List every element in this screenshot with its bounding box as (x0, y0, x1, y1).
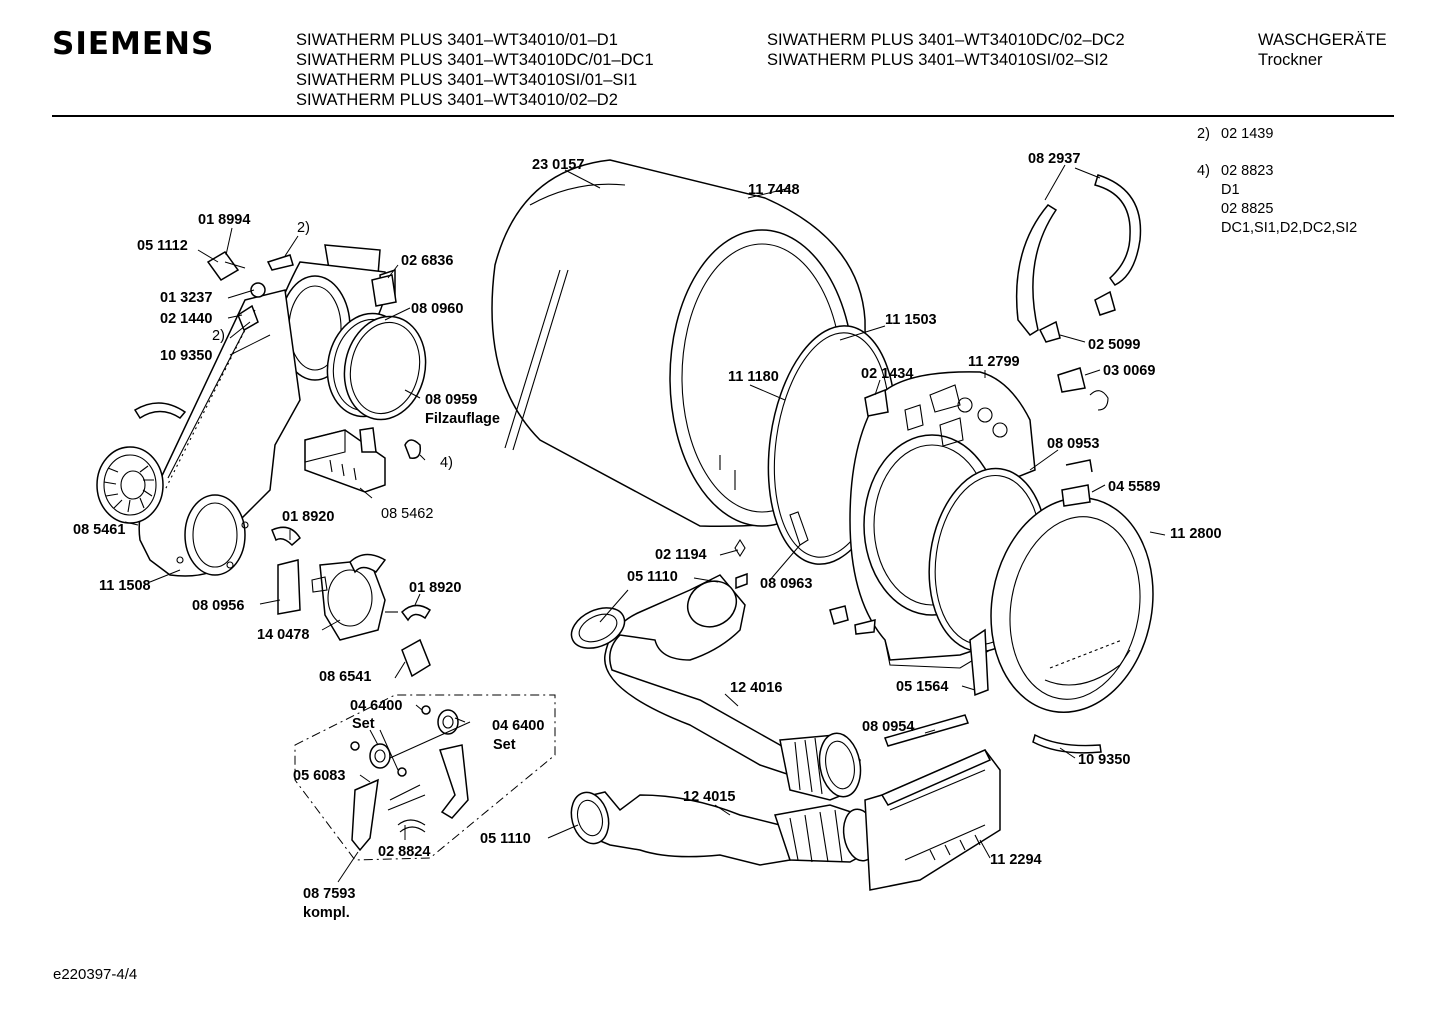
note-4-variant-2: DC1,SI1,D2,DC2,SI2 (1221, 220, 1358, 236)
label-01-8920-bottom: 01 8920 (409, 580, 461, 596)
label-02-1440: 02 1440 (160, 311, 212, 327)
front-ring (990, 496, 1154, 714)
model-line: SIWATHERM PLUS 3401–WT34010/02–D2 (296, 91, 618, 109)
model-line: SIWATHERM PLUS 3401–WT34010DC/02–DC2 (767, 31, 1125, 49)
label-04-5589: 04 5589 (1108, 479, 1160, 495)
label-11-2799: 11 2799 (968, 354, 1020, 370)
label-04-6400-left: 04 6400 (350, 698, 402, 714)
label-08-5461: 08 5461 (73, 522, 125, 538)
fan-wheel (96, 446, 164, 524)
label-02-6836: 02 6836 (401, 253, 453, 269)
model-line: SIWATHERM PLUS 3401–WT34010SI/01–SI1 (296, 71, 638, 89)
label-01-3237: 01 3237 (160, 290, 212, 306)
model-line: SIWATHERM PLUS 3401–WT34010/01–D1 (296, 31, 618, 49)
model-list-right: SIWATHERM PLUS 3401–WT34010DC/02–DC2 SIW… (767, 30, 1125, 70)
label-02-5099: 02 5099 (1088, 337, 1140, 353)
note-ref-2-top: 2) (297, 220, 310, 236)
label-23-0157: 23 0157 (532, 157, 584, 173)
note-4-number: 4) (1197, 163, 1210, 179)
gasket-strip (1032, 733, 1102, 754)
brand-logo: SIEMENS (52, 26, 215, 62)
label-02-1434: 02 1434 (861, 366, 913, 382)
heater-block (304, 427, 386, 493)
label-08-7593: 08 7593 (303, 886, 355, 902)
note-2-number: 2) (1197, 126, 1210, 142)
label-05-1564: 05 1564 (896, 679, 948, 695)
label-set-left: Set (352, 716, 375, 732)
label-12-4016: 12 4016 (730, 680, 782, 696)
label-14-0478: 14 0478 (257, 627, 309, 643)
label-filzauflage: Filzauflage (425, 411, 500, 427)
small-parts-top-left (206, 251, 422, 459)
blower-rings (326, 312, 427, 421)
label-01-8920-top: 01 8920 (282, 509, 334, 525)
filter-housing (864, 714, 1001, 891)
category-subtitle: Trockner (1258, 51, 1323, 69)
header-rule (52, 115, 1394, 117)
note-4: 4) 02 8823 (1197, 162, 1357, 181)
note-4-variant-1: D1 (1221, 182, 1240, 198)
felt-strip (133, 402, 187, 420)
label-11-2800: 11 2800 (1170, 526, 1222, 542)
label-04-6400-right: 04 6400 (492, 718, 544, 734)
label-08-0960: 08 0960 (411, 301, 463, 317)
label-05-1110-lower: 05 1110 (480, 831, 531, 847)
note-ref-4: 4) (440, 455, 453, 471)
drum-support-rollers (1015, 174, 1142, 343)
label-11-1508: 11 1508 (99, 578, 151, 594)
label-10-9350-left: 10 9350 (160, 348, 212, 364)
label-set-right: Set (493, 737, 516, 753)
label-11-1180: 11 1180 (728, 369, 779, 385)
model-line: SIWATHERM PLUS 3401–WT34010SI/02–SI2 (767, 51, 1109, 69)
label-05-1112: 05 1112 (137, 238, 188, 254)
leader-lines (124, 164, 1166, 883)
label-08-2937: 08 2937 (1028, 151, 1080, 167)
footnotes: 2) 02 1439 4) 02 8823 D1 02 8825 DC1,SI1,D… (1197, 125, 1357, 238)
label-02-1194: 02 1194 (655, 547, 707, 563)
category-block: WASCHGERÄTE Trockner (1258, 30, 1387, 70)
document-code: e220397-4/4 (53, 966, 138, 983)
category-title: WASCHGERÄTE (1258, 31, 1387, 49)
label-05-1110-upper: 05 1110 (627, 569, 678, 585)
small-clips (829, 367, 1109, 697)
model-list-left: SIWATHERM PLUS 3401–WT34010/01–D1 SIWATH… (296, 30, 654, 110)
label-10-9350-right: 10 9350 (1078, 752, 1130, 768)
label-02-8824: 02 8824 (378, 844, 430, 860)
model-line: SIWATHERM PLUS 3401–WT34010DC/01–DC1 (296, 51, 654, 69)
label-08-0954: 08 0954 (862, 719, 914, 735)
label-08-0956: 08 0956 (192, 598, 244, 614)
label-kompl: kompl. (303, 905, 350, 921)
note-2: 2) 02 1439 (1197, 125, 1357, 144)
note-4-value-2: 02 8825 (1221, 201, 1274, 217)
lever-set (350, 705, 469, 852)
label-08-0959: 08 0959 (425, 392, 477, 408)
lever-set-outline (294, 694, 556, 861)
part-labels: 23 0157 11 7448 08 2937 01 8994 05 1112 … (73, 151, 1222, 921)
label-08-5462: 08 5462 (381, 506, 433, 522)
label-05-6083: 05 6083 (293, 768, 345, 784)
label-01-8994: 01 8994 (198, 212, 250, 228)
label-12-4015: 12 4015 (683, 789, 735, 805)
label-11-1503: 11 1503 (885, 312, 937, 328)
label-08-6541: 08 6541 (319, 669, 371, 685)
label-08-0953: 08 0953 (1047, 436, 1099, 452)
air-duct-upper (570, 538, 862, 801)
motor-assembly (271, 526, 432, 678)
label-11-7448: 11 7448 (748, 182, 800, 198)
label-08-0963: 08 0963 (760, 576, 812, 592)
note-2-value: 02 1439 (1221, 126, 1274, 142)
label-03-0069: 03 0069 (1103, 363, 1155, 379)
note-4-value-1: 02 8823 (1221, 163, 1274, 179)
note-ref-2-mid: 2) (212, 328, 225, 344)
label-11-2294: 11 2294 (990, 852, 1042, 868)
